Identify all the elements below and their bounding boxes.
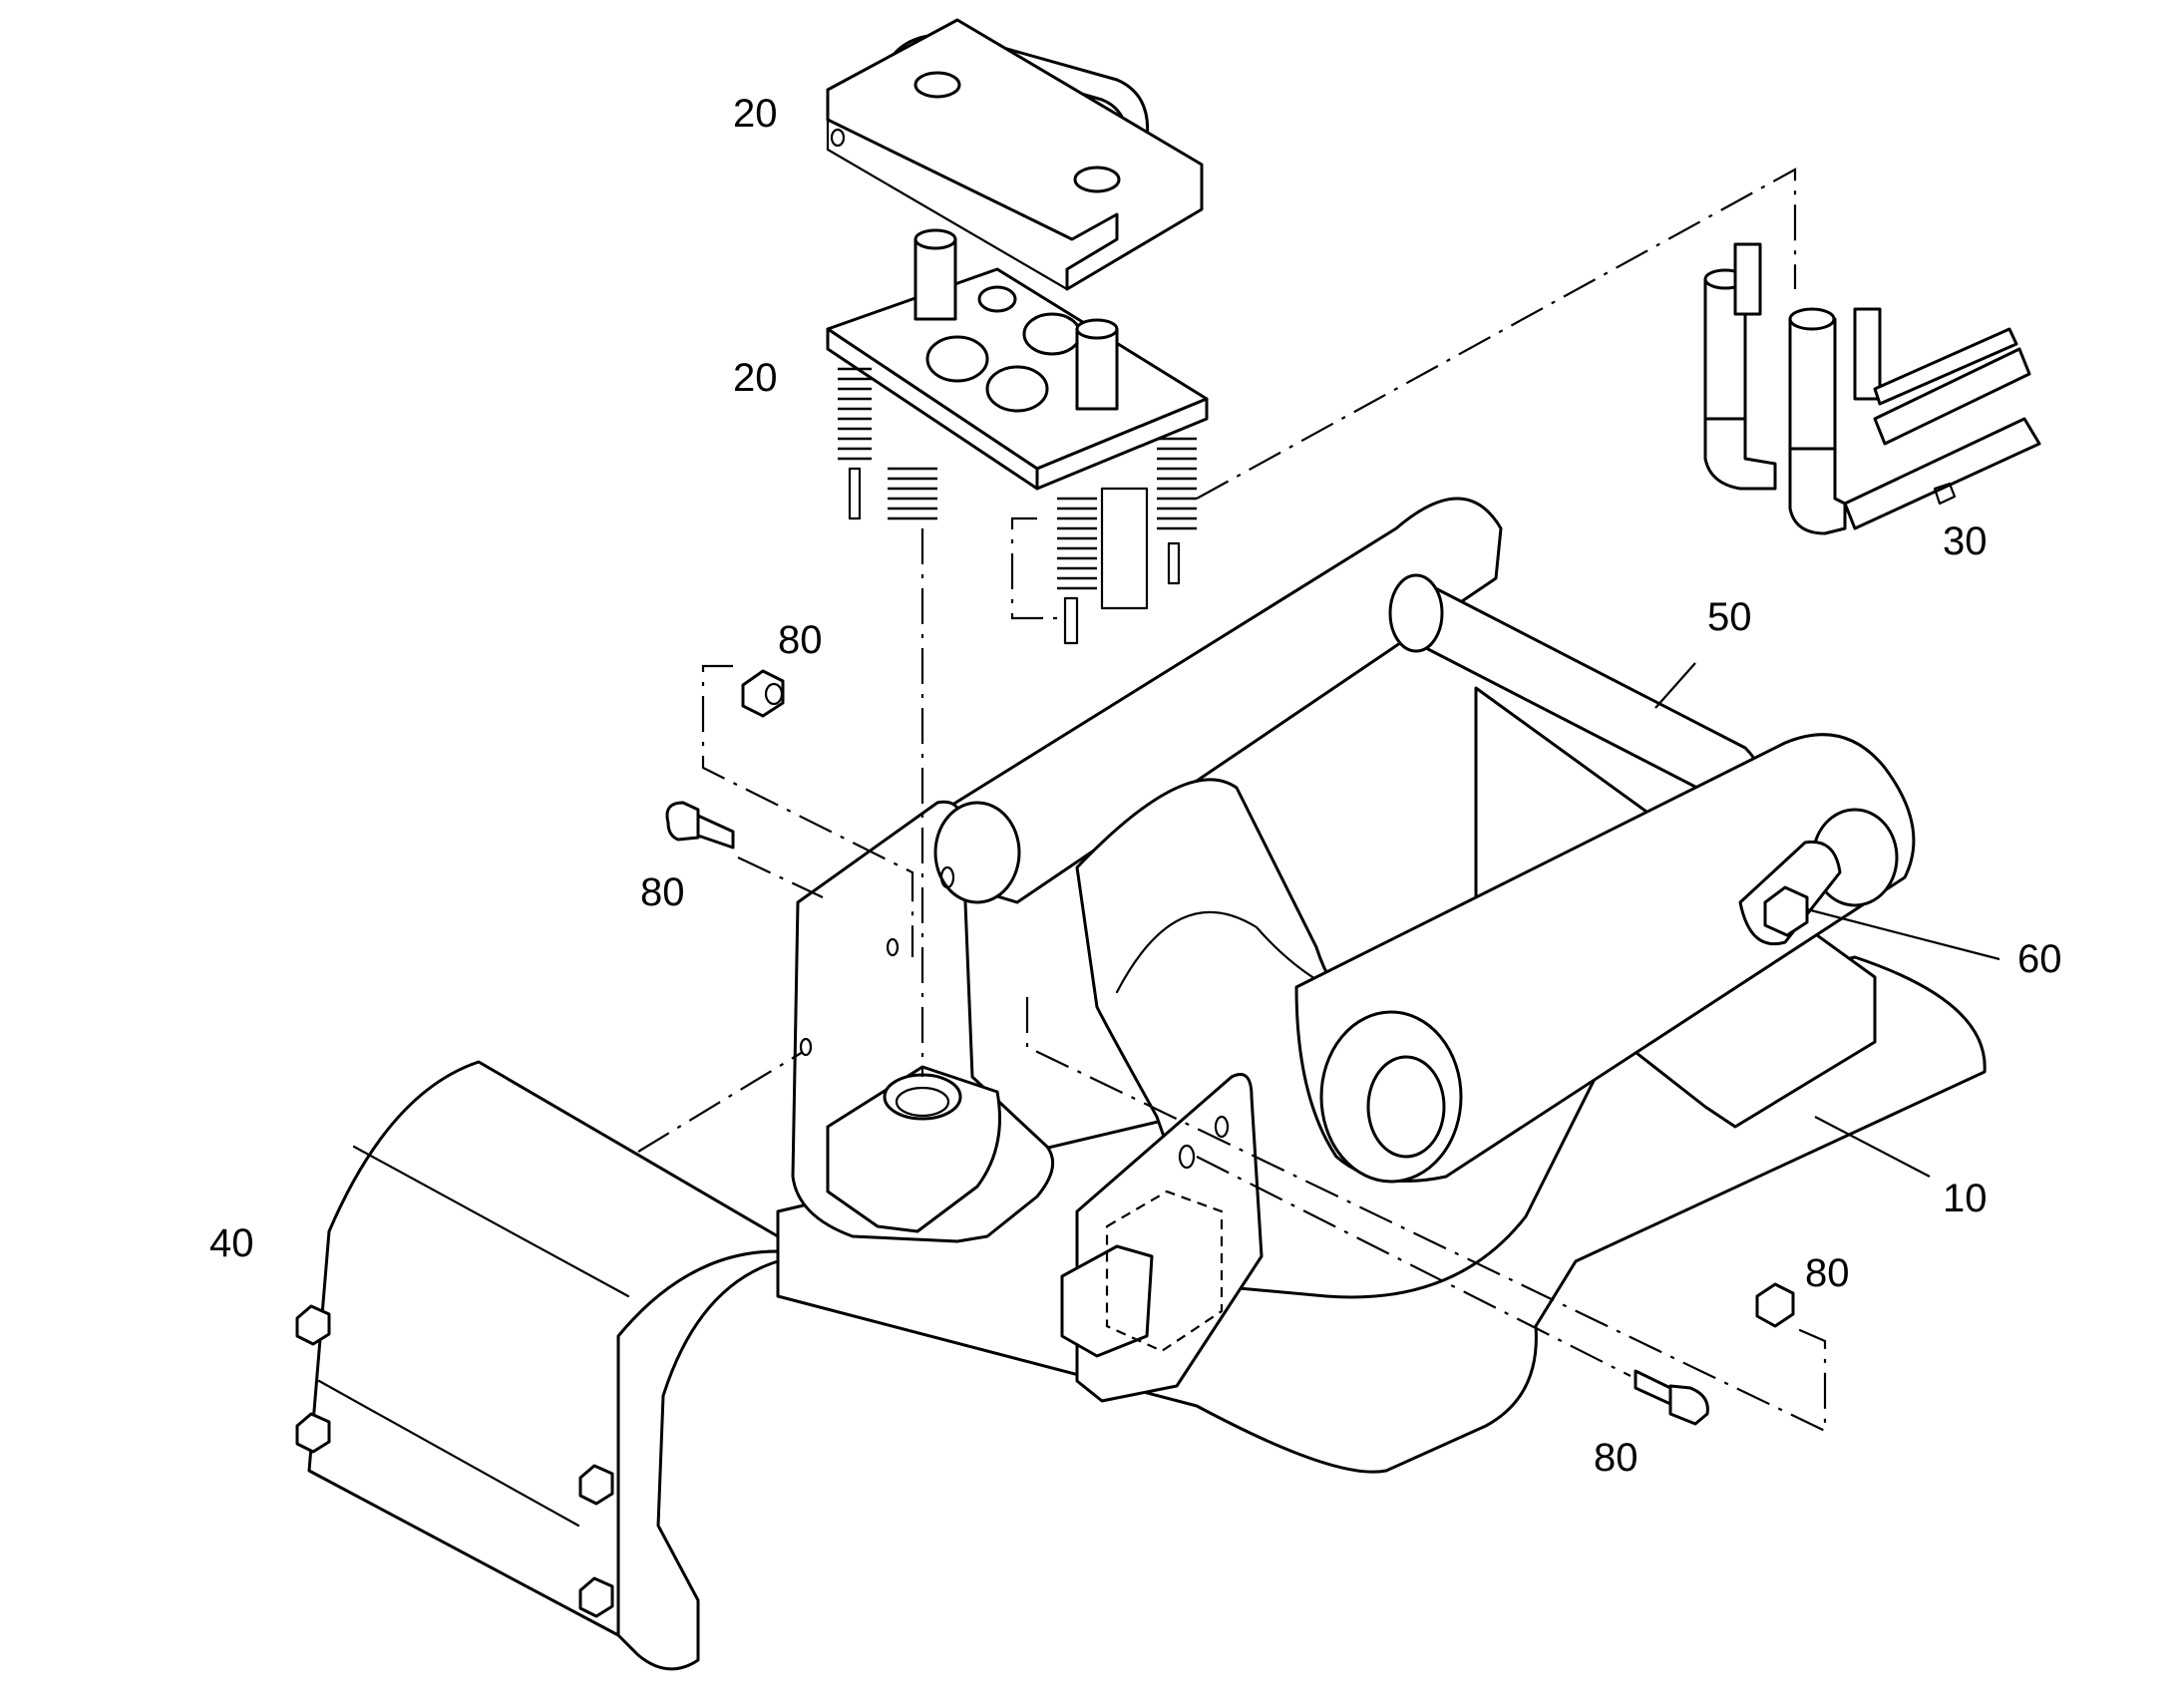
hose-fitting-end [1933, 482, 1957, 506]
part-30-hoses [1703, 242, 2041, 535]
pin-50-end [1388, 573, 1444, 653]
plate-coupler-b-top [1075, 318, 1119, 340]
spring-right [1157, 437, 1197, 530]
pointer-50 [1654, 662, 1696, 709]
leader-nut-bracket [701, 664, 914, 957]
leader-plate-bracket [1010, 516, 1057, 620]
right-coupling-block [1060, 1244, 1154, 1358]
nut-80-right [1755, 1282, 1795, 1328]
spring-center [1057, 497, 1097, 590]
callout-80-d: 80 [1594, 1436, 1638, 1480]
fitting-2 [1788, 317, 1837, 451]
fitting-4 [1853, 307, 1882, 401]
plate-side [1035, 397, 1209, 491]
cover-bolt-3 [578, 1464, 614, 1506]
hose-3 [1873, 327, 2018, 406]
center-bolt [1063, 596, 1079, 645]
nut-80-top-hole [764, 682, 784, 706]
plate-coupler-a [913, 237, 957, 321]
callout-60: 60 [2017, 937, 2062, 981]
cover-seam [317, 1379, 580, 1528]
callout-30: 30 [1943, 519, 1988, 563]
hose-1 [1843, 417, 2041, 530]
callout-50: 50 [1707, 595, 1752, 639]
callout-20-mid: 20 [733, 356, 778, 400]
left-hole-upper [939, 865, 955, 889]
leader-plate-to-hoses [1196, 168, 1797, 500]
nut-80-top [741, 669, 785, 718]
leader-screw-left [737, 856, 824, 898]
cover-bolt-1 [295, 1304, 331, 1346]
part-10-frame [776, 497, 1987, 1474]
part-40-cover [295, 1060, 780, 1671]
fitting-2-top [1788, 307, 1836, 331]
cover-top [307, 1060, 780, 1637]
leader-cover [637, 1051, 804, 1153]
elbow-1 [1703, 417, 1777, 491]
cover-crease [352, 1145, 630, 1298]
cover-side [616, 1249, 780, 1671]
callout-40: 40 [209, 1221, 254, 1265]
cover-bolt-4 [578, 1576, 614, 1618]
bolt-60-head [1763, 885, 1809, 937]
part-20-plate [826, 228, 1209, 645]
right-hole-upper [1214, 1115, 1230, 1139]
cover-bolt-2 [295, 1412, 331, 1454]
ear-bore [1366, 1055, 1446, 1159]
callout-80-a: 80 [778, 618, 823, 662]
left-coupling-bore [883, 1073, 962, 1121]
spring-left [838, 367, 872, 461]
spring-right-bolt [1167, 541, 1181, 585]
pointer-10 [1814, 1116, 1931, 1178]
lid-front-face [826, 118, 1069, 291]
leader-screw-right [1196, 1156, 1632, 1377]
callout-20-top: 20 [733, 92, 778, 136]
hose-2 [1873, 347, 2031, 446]
plate-port-3 [1022, 312, 1082, 356]
elbow-2 [1788, 447, 1847, 535]
spring-left-bolt [848, 467, 862, 520]
plate-coupler-a-top [913, 228, 957, 250]
callout-80-b: 80 [640, 870, 685, 914]
top-hinge-arm [866, 497, 1503, 904]
left-coupling-bore-inner [895, 1086, 950, 1118]
plate-port-1 [925, 335, 989, 383]
lid-body [826, 18, 1204, 291]
left-hole-lower [886, 937, 900, 957]
center-coupler [1100, 487, 1149, 610]
assembly-lines [637, 168, 1827, 1433]
callout-10: 10 [1943, 1177, 1988, 1220]
plate-port-4 [977, 285, 1017, 313]
callout-80-c: 80 [1805, 1251, 1850, 1295]
plate-coupler-b [1075, 327, 1119, 411]
part-20-lid [826, 18, 1204, 291]
right-hole-lower [1178, 1144, 1196, 1170]
screw-80-left [665, 801, 735, 850]
right-coupling-hidden [1105, 1190, 1224, 1353]
plate-port-2 [985, 365, 1049, 413]
lid-hole-left [913, 71, 961, 99]
left-boss [933, 801, 1021, 904]
lid-pin [830, 128, 846, 148]
left-hole-edge [799, 1037, 813, 1057]
pointer-60 [1806, 907, 2000, 961]
leader-right-bracket [1025, 997, 1827, 1433]
spring-lower-left [888, 467, 937, 520]
part-80-hardware [665, 669, 1795, 1426]
lid-hole-right [1073, 166, 1121, 193]
screw-80-right [1634, 1369, 1709, 1426]
fitting-3 [1733, 242, 1762, 316]
